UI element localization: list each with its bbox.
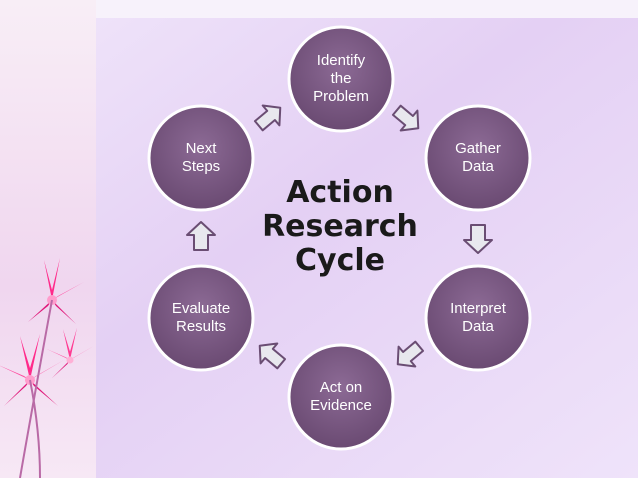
cycle-arrows bbox=[186, 104, 493, 370]
flower-decoration-icon bbox=[0, 258, 94, 478]
arrow-6-icon bbox=[253, 104, 282, 132]
step-label-interpret: Interpret Data bbox=[450, 300, 506, 335]
arrow-5-icon bbox=[186, 221, 216, 251]
step-label-next: Next Steps bbox=[181, 140, 221, 175]
step-label-evaluate: Evaluate Results bbox=[171, 300, 231, 335]
step-label-gather: Gather Data bbox=[455, 140, 501, 175]
step-node-next bbox=[147, 104, 255, 212]
step-label-identify: Identify the Problem bbox=[313, 52, 369, 105]
arrow-4-icon bbox=[258, 342, 287, 370]
step-node-act bbox=[287, 343, 395, 451]
left-strip bbox=[0, 0, 96, 478]
top-band bbox=[0, 0, 638, 18]
step-node-interpret bbox=[424, 264, 532, 372]
cycle-nodes bbox=[147, 25, 532, 451]
step-node-gather bbox=[424, 104, 532, 212]
step-label-act: Act on Evidence bbox=[310, 379, 372, 414]
arrow-3-icon bbox=[396, 340, 425, 368]
arrow-2-icon bbox=[463, 224, 493, 254]
step-node-identify bbox=[287, 25, 395, 133]
step-node-evaluate bbox=[147, 264, 255, 372]
diagram-title: Action Research Cycle bbox=[262, 175, 418, 278]
arrow-1-icon bbox=[391, 104, 420, 132]
